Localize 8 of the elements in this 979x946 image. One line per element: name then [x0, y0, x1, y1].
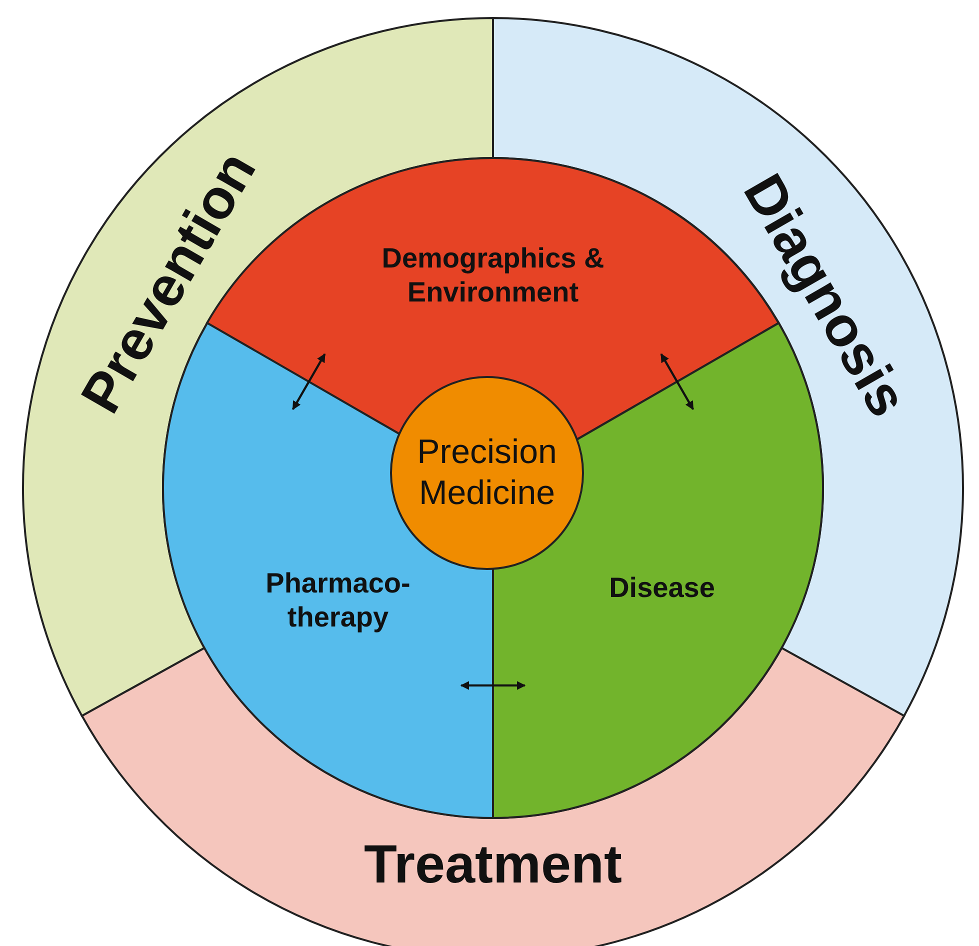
- center-label: Precision Medicine: [416, 432, 558, 514]
- segment-label: Disease: [608, 571, 716, 605]
- double-arrow: [292, 353, 326, 410]
- segment-label: Pharmaco-therapy: [264, 566, 412, 634]
- double-arrow: [460, 681, 526, 690]
- segment-label: Demographics & Environment: [380, 241, 606, 309]
- double-arrow: [660, 353, 694, 410]
- segment-title: Treatment: [362, 834, 624, 897]
